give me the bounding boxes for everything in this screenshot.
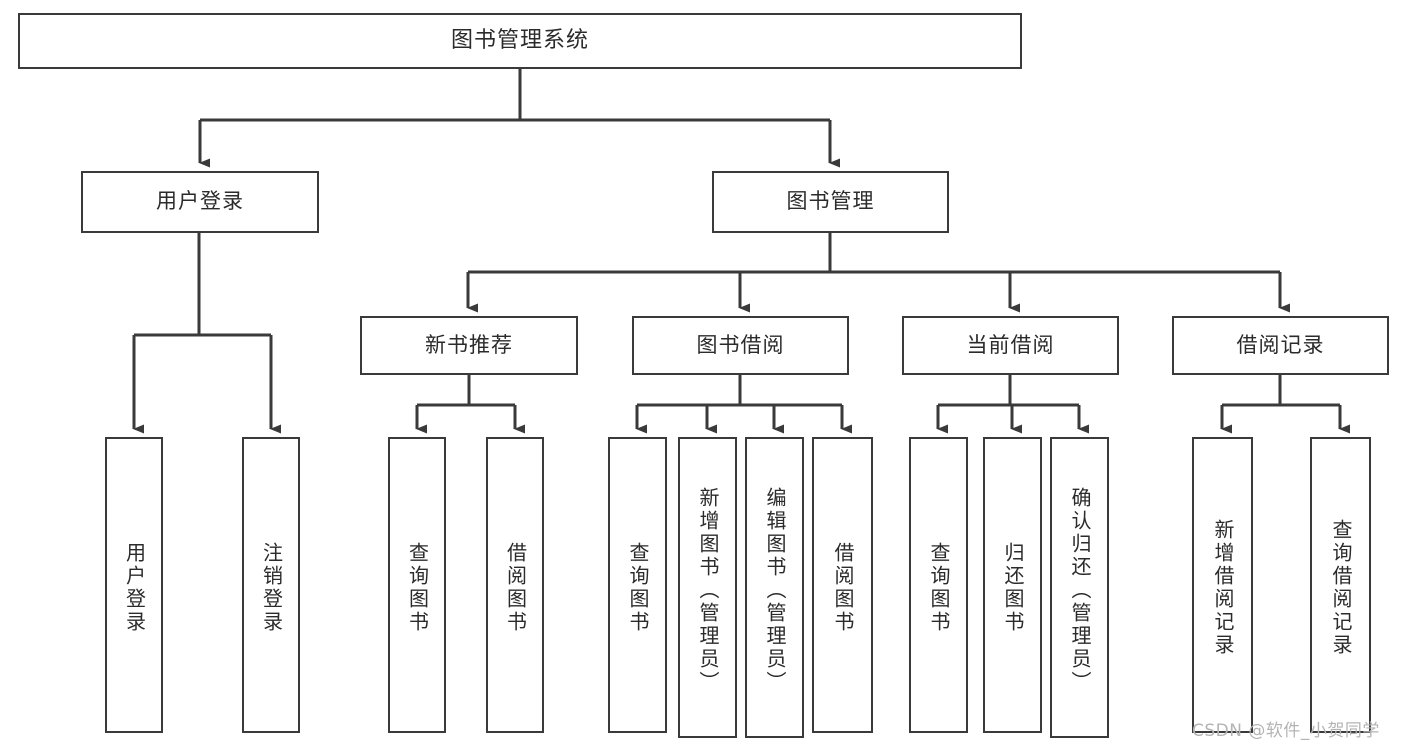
node-label: 注销登录	[259, 542, 284, 634]
node-borrow-record[interactable]: 借阅记录	[1172, 316, 1389, 375]
node-leaf-add-book-admin[interactable]: 新增图书（管理员）	[678, 437, 737, 738]
node-book-management[interactable]: 图书管理	[712, 171, 949, 233]
node-current-borrow[interactable]: 当前借阅	[902, 316, 1119, 375]
node-leaf-user-login[interactable]: 用户登录	[105, 437, 163, 733]
node-label: 借阅记录	[1236, 332, 1325, 357]
node-label: 借阅图书	[503, 542, 528, 634]
node-leaf-add-borrow-record[interactable]: 新增借阅记录	[1192, 437, 1253, 733]
node-label: 新增借阅记录	[1211, 519, 1235, 657]
node-label: 归还图书	[1001, 542, 1025, 634]
node-user-login[interactable]: 用户登录	[81, 171, 319, 233]
node-label: 图书管理	[786, 189, 875, 214]
node-root-system[interactable]: 图书管理系统	[18, 13, 1022, 69]
node-label: 查询图书	[927, 542, 951, 634]
node-label: 用户登录	[122, 542, 147, 634]
node-leaf-logout[interactable]: 注销登录	[242, 437, 300, 733]
node-leaf-edit-book-admin[interactable]: 编辑图书（管理员）	[745, 437, 804, 738]
node-leaf-return-book[interactable]: 归还图书	[983, 437, 1042, 733]
node-leaf-query-borrow-record[interactable]: 查询借阅记录	[1310, 437, 1371, 733]
node-leaf-borrow-book[interactable]: 借阅图书	[812, 437, 873, 733]
node-label: 当前借阅	[966, 332, 1055, 357]
node-leaf-borrow-book-recommend[interactable]: 借阅图书	[486, 437, 544, 733]
node-label: 用户登录	[156, 189, 244, 214]
node-leaf-query-book-borrow[interactable]: 查询图书	[608, 437, 667, 733]
node-leaf-query-book-current[interactable]: 查询图书	[909, 437, 968, 733]
node-label: 编辑图书（管理员）	[763, 487, 787, 694]
node-label: 图书管理系统	[450, 27, 589, 53]
node-new-book-recommend[interactable]: 新书推荐	[360, 316, 578, 375]
node-leaf-query-book-recommend[interactable]: 查询图书	[388, 437, 446, 733]
node-label: 查询借阅记录	[1329, 519, 1353, 657]
node-label: 新增图书（管理员）	[696, 487, 720, 694]
node-label: 查询图书	[626, 542, 650, 634]
node-book-borrow[interactable]: 图书借阅	[632, 316, 849, 375]
node-label: 确认归还（管理员）	[1068, 487, 1092, 694]
node-label: 新书推荐	[425, 332, 513, 357]
node-label: 图书借阅	[696, 332, 785, 357]
node-label: 借阅图书	[831, 542, 855, 634]
node-label: 查询图书	[405, 542, 430, 634]
node-leaf-confirm-return-admin[interactable]: 确认归还（管理员）	[1050, 437, 1109, 738]
